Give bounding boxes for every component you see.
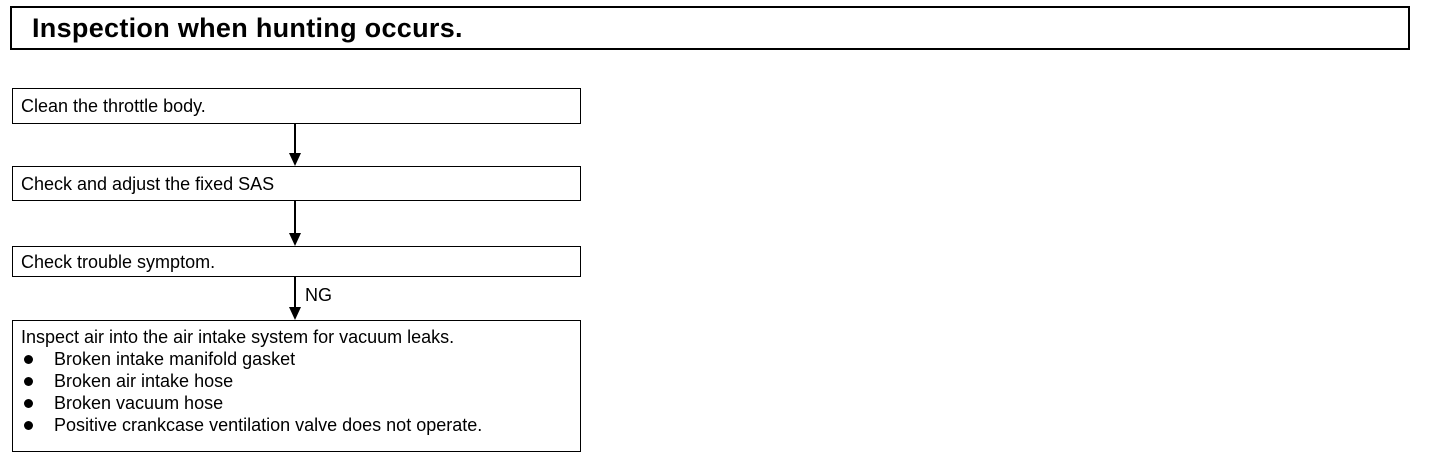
flow-arrow xyxy=(289,201,301,246)
bullet-dot-icon xyxy=(24,420,33,430)
list-item-text: Broken intake manifold gasket xyxy=(54,349,296,369)
ng-label: NG xyxy=(305,285,332,305)
step-text: Clean the throttle body. xyxy=(21,96,206,116)
list-item-text: Broken air intake hose xyxy=(54,371,234,391)
flow-arrow-ng xyxy=(289,277,301,320)
step-check-adjust-sas: Check and adjust the fixed SAS xyxy=(12,166,581,201)
list-item: Broken intake manifold gasket xyxy=(21,348,572,370)
step-text: Inspect air into the air intake system f… xyxy=(21,327,455,347)
page-title: Inspection when hunting occurs. xyxy=(32,12,463,43)
list-item-text: Positive crankcase ventilation valve doe… xyxy=(54,415,483,435)
list-item: Positive crankcase ventilation valve doe… xyxy=(21,414,572,436)
step-text: Check and adjust the fixed SAS xyxy=(21,173,275,194)
bullet-list: Broken intake manifold gasket Broken air… xyxy=(21,348,572,436)
bullet-dot-icon xyxy=(24,376,33,386)
list-item: Broken vacuum hose xyxy=(21,392,572,414)
step-text: Check trouble symptom. xyxy=(21,251,216,272)
bullet-dot-icon xyxy=(24,354,33,364)
title-box: Inspection when hunting occurs. xyxy=(10,6,1410,50)
step-clean-throttle-body: Clean the throttle body. xyxy=(12,88,581,124)
step-inspect-vacuum-leaks: Inspect air into the air intake system f… xyxy=(12,320,581,452)
bullet-dot-icon xyxy=(24,398,33,408)
flow-arrow xyxy=(289,124,301,166)
list-item: Broken air intake hose xyxy=(21,370,572,392)
step-check-trouble-symptom: Check trouble symptom. xyxy=(12,246,581,277)
list-item-text: Broken vacuum hose xyxy=(54,393,224,413)
